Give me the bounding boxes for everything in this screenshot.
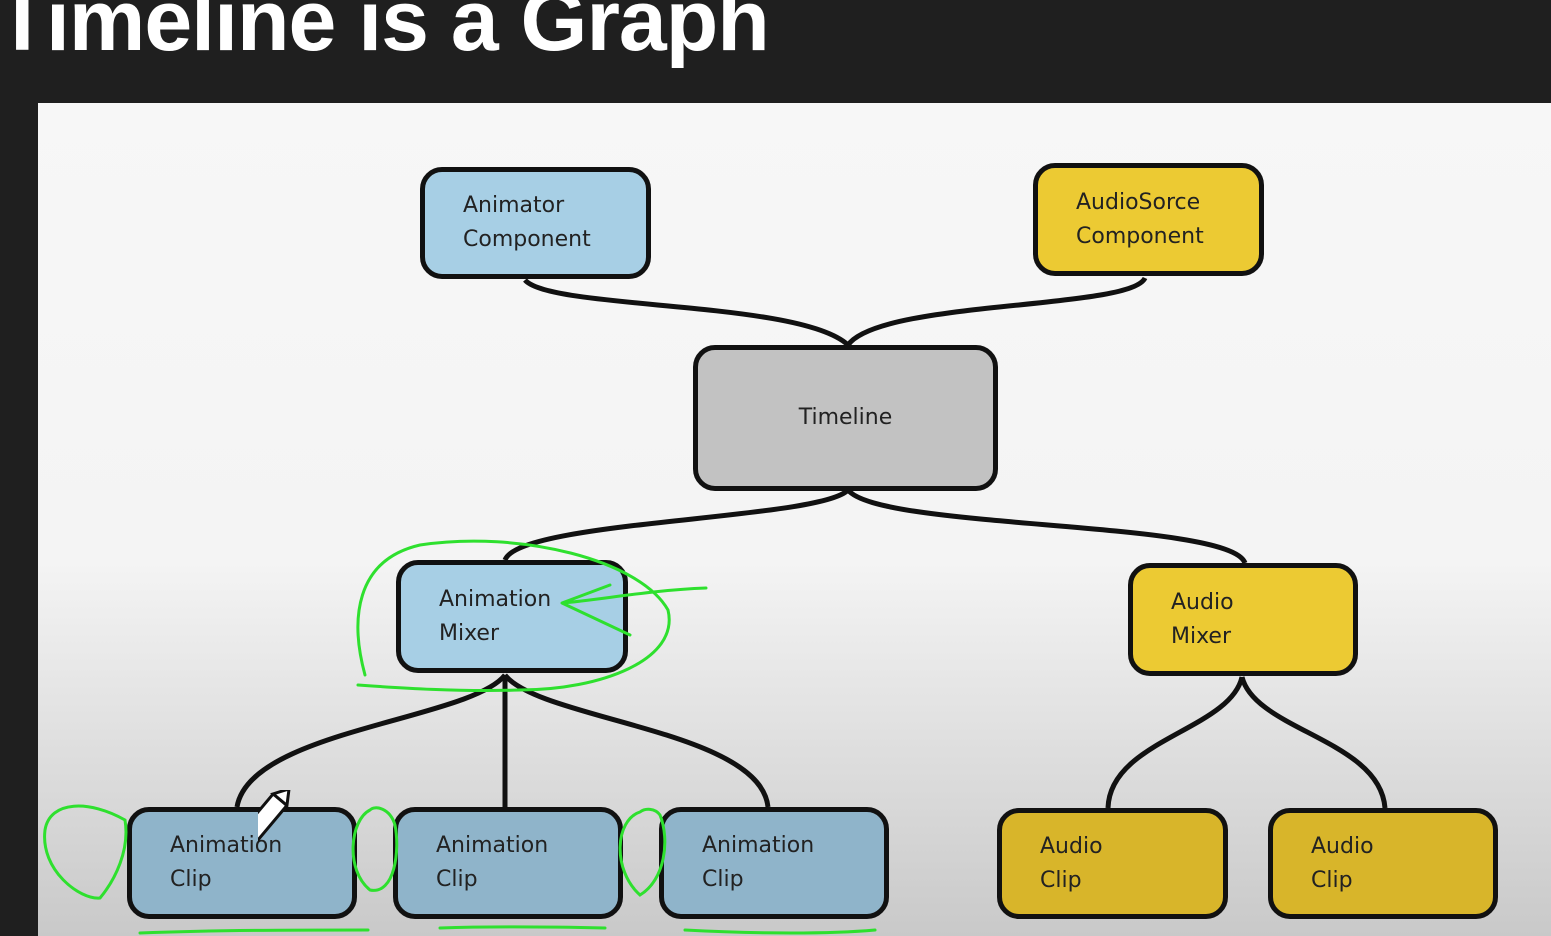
node-animation-clip: Animation Clip [659, 807, 889, 919]
edge-animator-timeline [523, 278, 850, 347]
node-label: Animation [170, 833, 283, 858]
slide-canvas [38, 103, 1551, 936]
node-label: Clip [436, 867, 478, 892]
node-animator-component: Animator Component [420, 167, 651, 279]
node-audio-clip: Audio Clip [1268, 808, 1498, 919]
node-label: Component [1076, 223, 1204, 249]
node-label: Mixer [1171, 623, 1232, 649]
node-animation-clip: Animation Clip [393, 807, 623, 919]
node-timeline: Timeline [693, 345, 998, 491]
arrow-annotation [560, 583, 708, 637]
edge-timeline-animation-mixer [502, 488, 850, 562]
node-label: Clip [702, 867, 744, 892]
gap-circle-annotation [618, 807, 667, 897]
node-label: Audio [1171, 589, 1234, 615]
node-animation-clip: Animation Clip [127, 807, 357, 919]
node-audiosource-component: AudioSorce Component [1033, 163, 1264, 276]
slide-title: Timeline is a Graph [0, 0, 770, 69]
node-label: Animation [436, 833, 549, 858]
underline-annotation [438, 925, 607, 930]
node-label: Audio [1040, 833, 1103, 859]
node-audio-clip: Audio Clip [997, 808, 1228, 919]
node-label: Audio [1311, 833, 1374, 859]
edge-timeline-audio-mixer [846, 488, 1248, 565]
pencil-cursor-icon [258, 790, 291, 851]
gap-circle-annotation [351, 806, 399, 892]
node-label: Clip [1311, 867, 1353, 893]
node-label: Animator [463, 193, 565, 218]
node-label: Component [463, 227, 591, 252]
node-label: Clip [170, 867, 212, 892]
mixer-circle-annotation [356, 539, 671, 693]
edge-audiomixer-clip1 [1105, 676, 1245, 809]
edge-audiosource-timeline [845, 276, 1148, 347]
node-label: Animation [439, 586, 552, 612]
node-audio-mixer: Audio Mixer [1128, 563, 1358, 676]
edge-audiomixer-clip2 [1239, 676, 1388, 809]
node-label: Mixer [439, 620, 500, 646]
node-label: Timeline [798, 405, 893, 430]
gap-circle-annotation [43, 804, 128, 900]
underline-annotation [138, 928, 370, 935]
node-label: Clip [1040, 867, 1082, 893]
underline-annotation [683, 928, 877, 935]
node-label: AudioSorce [1076, 189, 1201, 215]
node-label: Animation [702, 833, 815, 858]
